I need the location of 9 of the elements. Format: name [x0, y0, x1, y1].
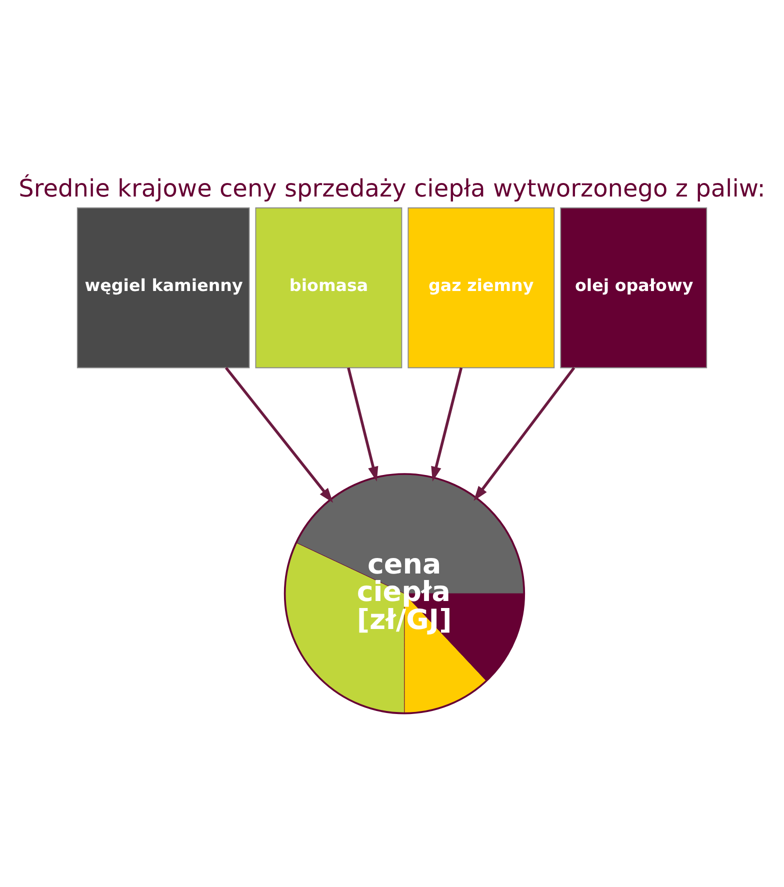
node-box: olej opałowy — [560, 207, 708, 368]
arrow — [474, 366, 576, 501]
arrow — [431, 367, 463, 482]
diagram-title: Średnie krajowe ceny sprzedaży ciepła wytworzonego z paliw: — [18, 174, 766, 203]
node-box: węgiel kamienny — [76, 207, 250, 368]
node-box: biomasa — [255, 207, 402, 368]
node-box: gaz ziemny — [408, 207, 555, 368]
arrow — [347, 367, 378, 482]
arrow — [224, 366, 334, 503]
